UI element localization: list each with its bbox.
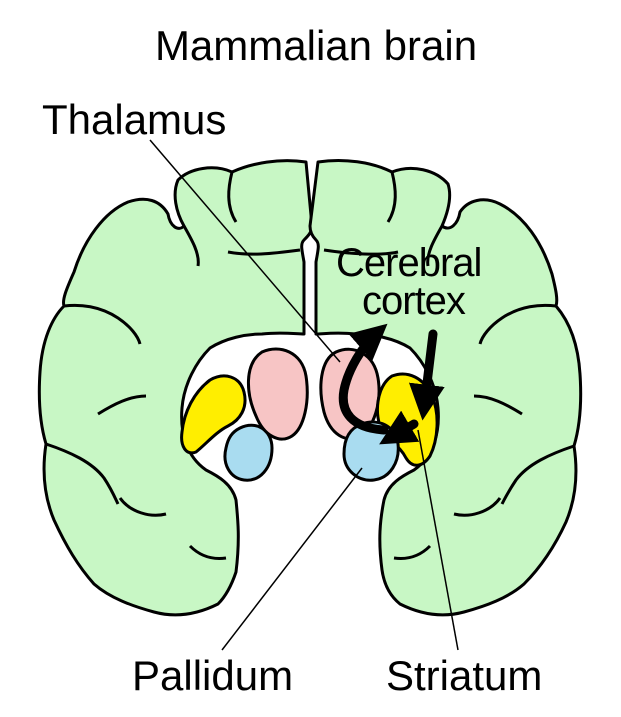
left-thalamus: [246, 347, 309, 441]
right-sulcus-6: [453, 497, 502, 517]
left-sulcus-3: [63, 303, 142, 345]
right-sulcus-2: [386, 171, 397, 223]
right-sulcus-8: [323, 248, 399, 256]
right-sulcus-5: [500, 444, 575, 505]
left-striatum: [180, 374, 247, 455]
striatum-to-pallidum-arrow: [379, 410, 420, 445]
thalamus-leader-line: [149, 139, 341, 363]
left-hemisphere: [37, 159, 314, 617]
striatum-label: Striatum: [386, 652, 542, 699]
diagram-title: Mammalian brain: [155, 22, 477, 69]
right-sulcus-4: [473, 394, 523, 416]
right-sulcus-7: [393, 544, 432, 560]
right-sulcus-1: [426, 225, 444, 267]
cerebral-cortex-label-line1: Cerebral: [336, 241, 481, 285]
pallidum-label: Pallidum: [132, 652, 293, 699]
cortex-to-striatum-arrow: [408, 329, 445, 421]
left-sulcus-8: [227, 248, 301, 256]
left-pallidum: [223, 423, 274, 482]
cerebral-cortex-label-line2: cortex: [362, 279, 466, 323]
striatum-leader-line: [417, 429, 459, 651]
left-sulcus-6: [118, 497, 167, 517]
left-sulcus-1: [182, 225, 200, 267]
pallidum-leader-line: [221, 467, 363, 651]
left-sulcus-4: [97, 394, 147, 416]
thalamus-label: Thalamus: [42, 96, 226, 143]
left-sulcus-7: [188, 544, 227, 560]
left-sulcus-2: [227, 171, 238, 223]
left-sulcus-5: [45, 442, 120, 505]
right-sulcus-3: [478, 303, 557, 345]
thalamus-to-cortex-arrow: [338, 323, 389, 435]
right-hemisphere: [308, 158, 583, 617]
